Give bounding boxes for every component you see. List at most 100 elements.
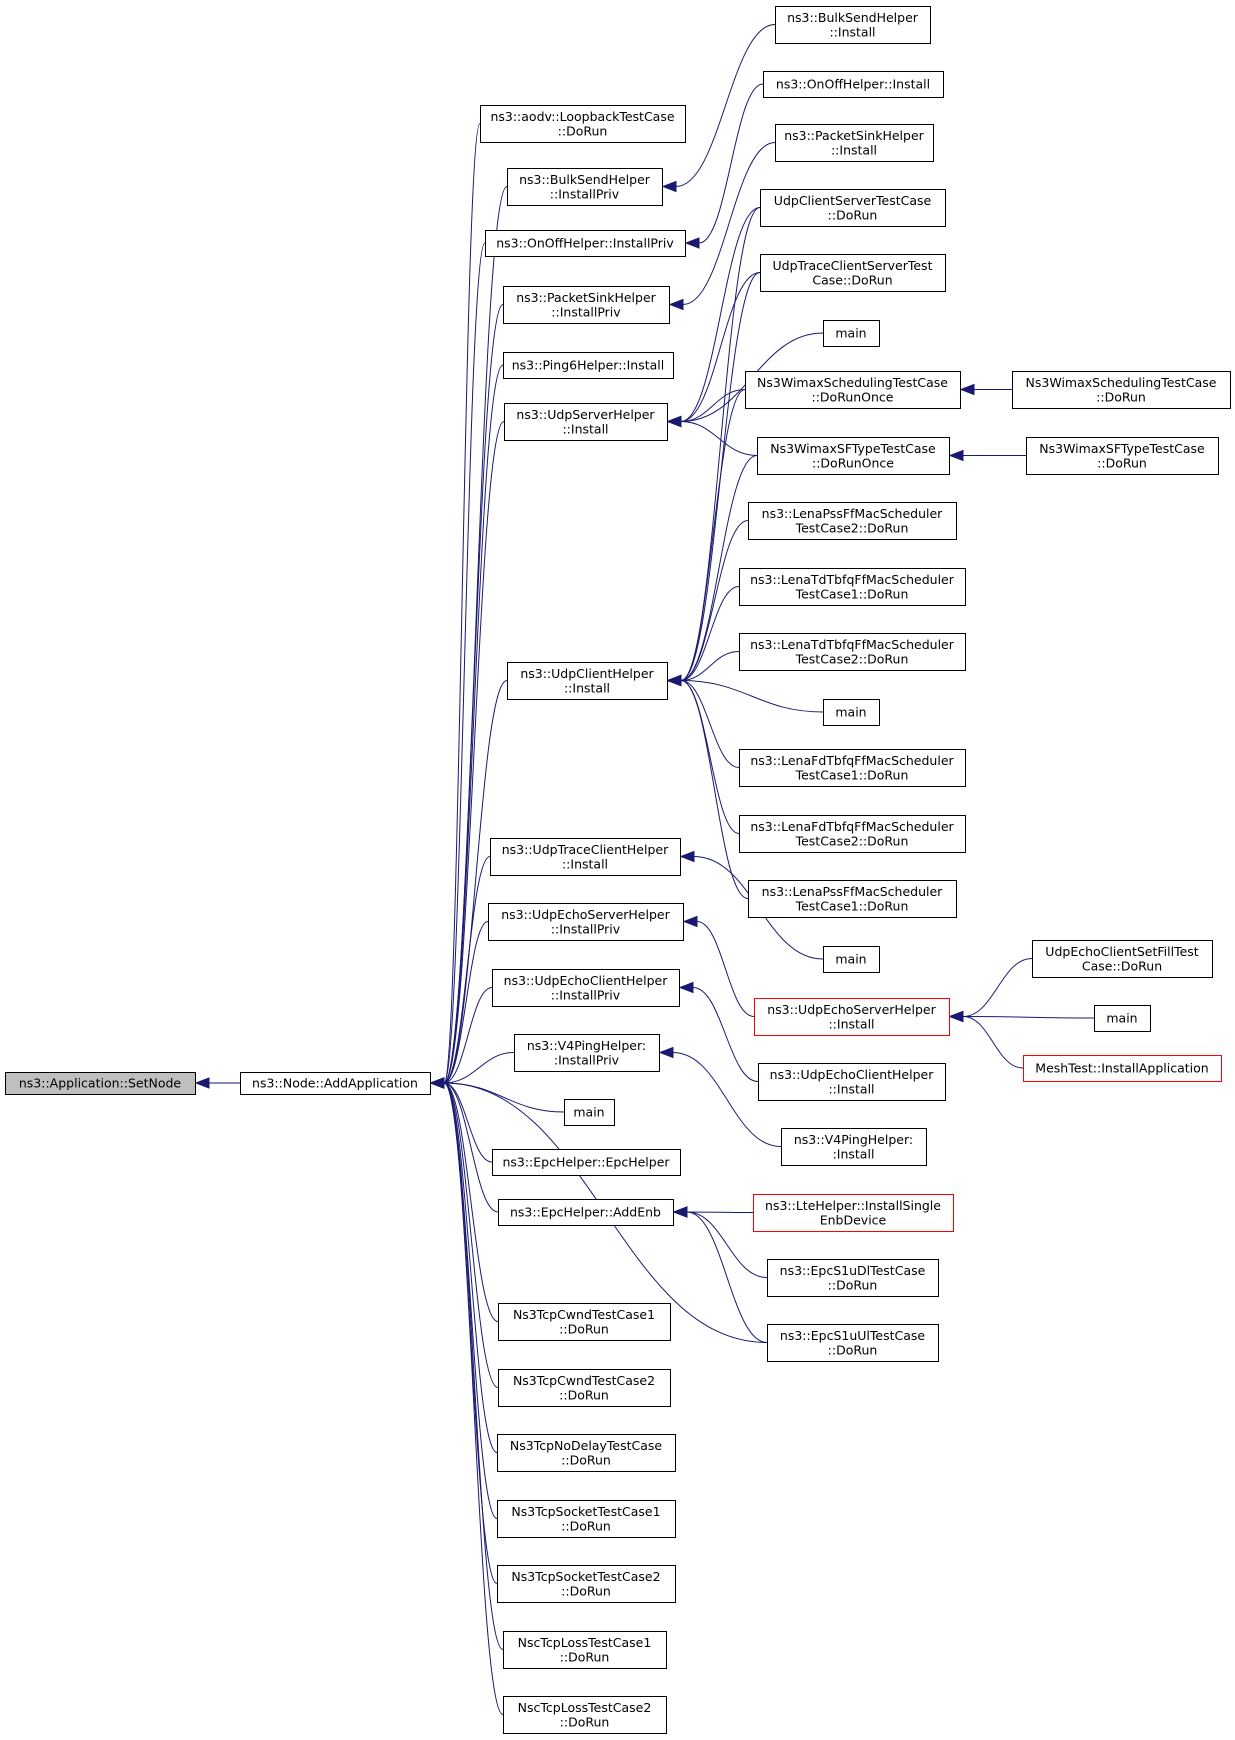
node-sinkinstall[interactable]: ns3::PacketSinkHelper::Install: [775, 124, 934, 162]
node-socket2[interactable]: Ns3TcpSocketTestCase2::DoRun: [497, 1565, 676, 1603]
node-main_e[interactable]: main: [1094, 1005, 1151, 1032]
node-label-wimaxsched-1: ::DoRunOnce: [812, 389, 894, 404]
node-main_c[interactable]: main: [823, 699, 880, 726]
node-label-wimaxsched_run-1: ::DoRun: [1096, 389, 1146, 404]
node-label-v4pinginstall-0: ns3::V4PingHelper:: [794, 1132, 913, 1147]
node-label-v4pinginstall-1: :Install: [833, 1146, 875, 1161]
node-label-meshtest-0: MeshTest::InstallApplication: [1035, 1061, 1208, 1076]
node-cwnd1[interactable]: Ns3TcpCwndTestCase1::DoRun: [498, 1303, 671, 1341]
node-label-udpcs-1: ::DoRun: [828, 207, 878, 222]
node-label-main_c-0: main: [835, 705, 866, 720]
edge-udpclient-from-lenapss2: [680, 520, 749, 681]
node-box-udpclient: [507, 662, 668, 700]
node-label-main_e-0: main: [1106, 1011, 1137, 1026]
node-onoffpriv[interactable]: ns3::OnOffHelper::InstallPriv: [485, 230, 686, 257]
node-box-v4pinginstall: [781, 1128, 927, 1166]
node-box-echoserverpriv: [488, 903, 684, 941]
edge-udpclient-from-lenatd2: [680, 651, 740, 681]
node-box-udpserver: [504, 403, 668, 441]
node-label-epcs1dl-1: ::DoRun: [828, 1277, 878, 1292]
node-epcs1dl[interactable]: ns3::EpcS1uDlTestCase::DoRun: [767, 1259, 939, 1297]
node-socket1[interactable]: Ns3TcpSocketTestCase1::DoRun: [497, 1500, 676, 1538]
node-label-udptracecs-1: Case::DoRun: [812, 272, 892, 287]
node-label-onoffinstall-0: ns3::OnOffHelper::Install: [776, 77, 930, 92]
node-wimaxsf_run[interactable]: Ns3WimaxSFTypeTestCase::DoRun: [1026, 437, 1219, 475]
node-label-echoclientpriv-0: ns3::UdpEchoClientHelper: [504, 973, 669, 988]
node-addenb[interactable]: ns3::EpcHelper::AddEnb: [498, 1199, 674, 1226]
node-label-echoclientinstall-1: ::Install: [828, 1081, 874, 1096]
arrowhead-udpserver-from-wimaxsf: [666, 415, 682, 428]
edge-addapp-from-echoserverpriv: [443, 921, 489, 1084]
node-main_t[interactable]: main: [823, 946, 880, 973]
node-box-epcs1ul: [767, 1324, 939, 1362]
edge-echoclientpriv-from-echoclientinstall: [692, 987, 759, 1082]
node-label-aodv-0: ns3::aodv::LoopbackTestCase: [490, 109, 674, 124]
node-udptraceclient[interactable]: ns3::UdpTraceClientHelper::Install: [490, 838, 681, 876]
node-udpcs[interactable]: UdpClientServerTestCase::DoRun: [760, 189, 946, 227]
node-box-echoserverinstall: [754, 998, 950, 1036]
edge-addenb-from-epcs1dl: [686, 1211, 768, 1278]
node-wimaxsched_run[interactable]: Ns3WimaxSchedulingTestCase::DoRun: [1012, 371, 1231, 409]
node-main_s[interactable]: main: [823, 320, 880, 347]
node-lenafd2[interactable]: ns3::LenaFdTbfqFfMacSchedulerTestCase2::…: [739, 815, 966, 853]
node-box-cwnd2: [498, 1369, 671, 1407]
node-udpserver[interactable]: ns3::UdpServerHelper::Install: [504, 403, 668, 441]
node-cwnd2[interactable]: Ns3TcpCwndTestCase2::DoRun: [498, 1369, 671, 1407]
node-v4pinginstall[interactable]: ns3::V4PingHelper::Install: [781, 1128, 927, 1166]
node-v4pingpriv[interactable]: ns3::V4PingHelper::InstallPriv: [514, 1034, 660, 1072]
edge-addapp-from-nscloss1: [443, 1082, 504, 1650]
edge-addapp-from-onoffpriv: [443, 242, 486, 1084]
node-echoserverpriv[interactable]: ns3::UdpEchoServerHelper::InstallPriv: [488, 903, 684, 941]
node-lenapss2[interactable]: ns3::LenaPssFfMacSchedulerTestCase2::DoR…: [748, 502, 957, 540]
node-main_mid[interactable]: main: [564, 1099, 615, 1126]
node-box-wimaxsched_run: [1012, 371, 1231, 409]
node-setnode[interactable]: ns3::Application::SetNode: [5, 1072, 196, 1095]
node-nodelay[interactable]: Ns3TcpNoDelayTestCase::DoRun: [497, 1434, 676, 1472]
edge-echoserverinstall-from-echofill: [962, 958, 1033, 1017]
arrowhead-echoserverpriv-from-echoserverinstall: [682, 915, 698, 928]
edge-udpserver-from-wimaxsched: [680, 389, 746, 422]
node-ping6[interactable]: ns3::Ping6Helper::Install: [503, 352, 674, 379]
node-lenapss1[interactable]: ns3::LenaPssFfMacSchedulerTestCase1::DoR…: [748, 880, 957, 918]
node-label-udpcs-0: UdpClientServerTestCase: [774, 193, 932, 208]
edge-addapp-from-nscloss2: [443, 1082, 504, 1715]
edge-addapp-from-aodv: [443, 123, 481, 1084]
node-box-lenatd1: [739, 568, 966, 606]
node-bulkpriv[interactable]: ns3::BulkSendHelper::InstallPriv: [507, 168, 663, 206]
node-label-udpserver-1: ::Install: [562, 421, 608, 436]
node-nscloss1[interactable]: NscTcpLossTestCase1::DoRun: [503, 1631, 667, 1669]
node-wimaxsched[interactable]: Ns3WimaxSchedulingTestCase::DoRunOnce: [745, 371, 961, 409]
node-lenatd1[interactable]: ns3::LenaTdTbfqFfMacSchedulerTestCase1::…: [739, 568, 966, 606]
edge-addapp-from-nodelay: [443, 1082, 498, 1453]
node-udpclient[interactable]: ns3::UdpClientHelper::Install: [507, 662, 668, 700]
node-box-main_c: [823, 699, 880, 726]
edge-echoserverpriv-from-echoserverinstall: [696, 921, 755, 1017]
node-label-udptracecs-0: UdpTraceClientServerTest: [773, 258, 933, 273]
node-echoclientpriv[interactable]: ns3::UdpEchoClientHelper::InstallPriv: [492, 969, 680, 1007]
node-lenatd2[interactable]: ns3::LenaTdTbfqFfMacSchedulerTestCase2::…: [739, 633, 966, 671]
node-label-socket1-0: Ns3TcpSocketTestCase1: [511, 1504, 660, 1519]
node-box-ping6: [503, 352, 674, 379]
node-meshtest[interactable]: MeshTest::InstallApplication: [1023, 1055, 1222, 1082]
node-sinkpriv[interactable]: ns3::PacketSinkHelper::InstallPriv: [503, 286, 670, 324]
node-echoserverinstall[interactable]: ns3::UdpEchoServerHelper::Install: [754, 998, 950, 1036]
node-label-wimaxsched_run-0: Ns3WimaxSchedulingTestCase: [1026, 375, 1217, 390]
node-label-wimaxsf-0: Ns3WimaxSFTypeTestCase: [770, 441, 936, 456]
node-epcctor[interactable]: ns3::EpcHelper::EpcHelper: [492, 1149, 681, 1176]
node-addapp[interactable]: ns3::Node::AddApplication: [240, 1072, 431, 1095]
node-wimaxsf[interactable]: Ns3WimaxSFTypeTestCase::DoRunOnce: [757, 437, 950, 475]
node-aodv[interactable]: ns3::aodv::LoopbackTestCase::DoRun: [480, 105, 686, 143]
node-box-wimaxsf: [757, 437, 950, 475]
node-echoclientinstall[interactable]: ns3::UdpEchoClientHelper::Install: [758, 1063, 946, 1101]
node-nscloss2[interactable]: NscTcpLossTestCase2::DoRun: [503, 1696, 667, 1734]
node-onoffinstall[interactable]: ns3::OnOffHelper::Install: [763, 71, 944, 98]
node-box-setnode: [5, 1072, 196, 1095]
node-epcs1ul[interactable]: ns3::EpcS1uUlTestCase::DoRun: [767, 1324, 939, 1362]
node-bulkinstall[interactable]: ns3::BulkSendHelper::Install: [775, 6, 931, 44]
node-lenafd1[interactable]: ns3::LenaFdTbfqFfMacSchedulerTestCase1::…: [739, 749, 966, 787]
arrowhead-echoserverinstall-from-meshtest: [948, 1010, 964, 1023]
node-label-cwnd2-1: ::DoRun: [559, 1387, 609, 1402]
